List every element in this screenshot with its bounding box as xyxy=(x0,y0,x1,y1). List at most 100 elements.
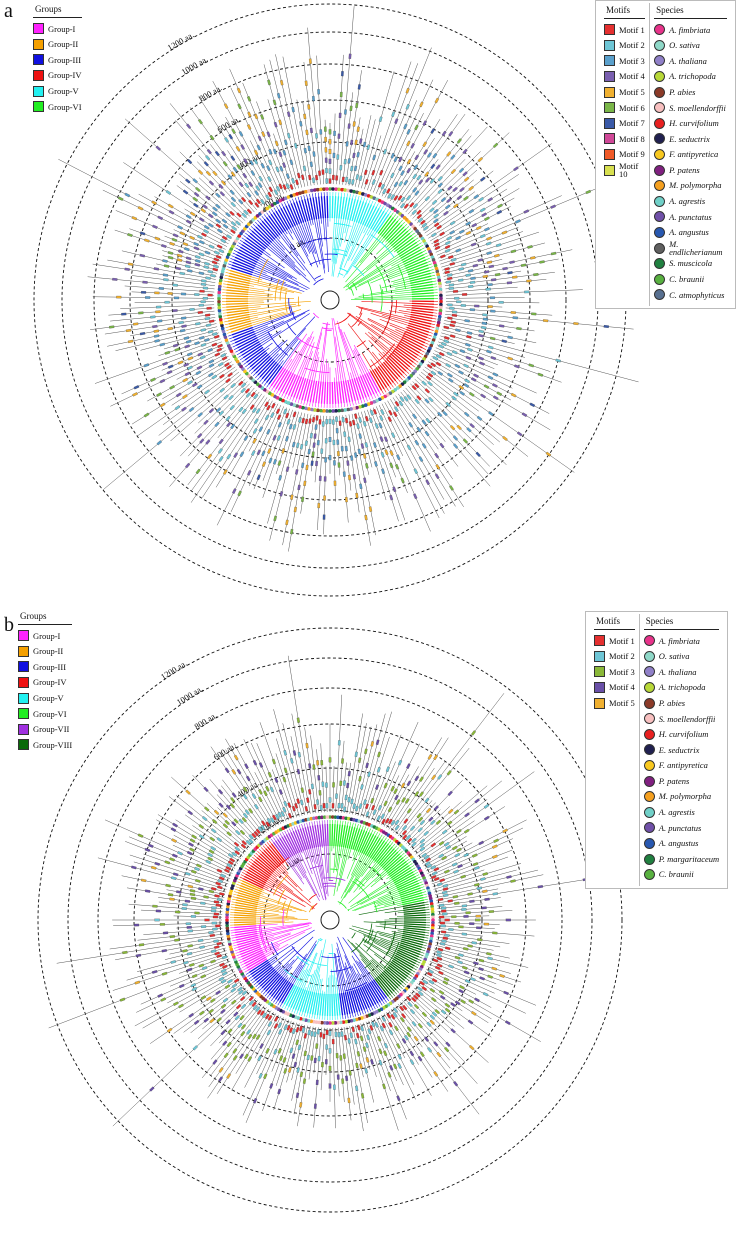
motif-box xyxy=(299,1025,303,1032)
tree-arc xyxy=(330,868,338,871)
motif-box xyxy=(169,385,175,390)
motif-box xyxy=(364,442,369,448)
motif-box xyxy=(488,264,495,269)
motif-box xyxy=(231,792,237,798)
leaf-label xyxy=(382,361,399,380)
tree-arc xyxy=(257,258,269,283)
protein-line xyxy=(336,54,344,185)
leaf-label xyxy=(375,367,390,387)
protein-line xyxy=(288,414,312,552)
motif-box xyxy=(161,244,167,248)
species-color-dot xyxy=(654,211,666,223)
motif-box xyxy=(214,945,220,949)
leaf-label xyxy=(243,344,263,359)
leaf-label xyxy=(266,217,281,236)
motif-box xyxy=(364,1068,368,1074)
leaf-label xyxy=(297,829,306,851)
species-dot xyxy=(281,398,285,403)
motif-box xyxy=(321,421,325,427)
protein-line xyxy=(223,755,272,830)
motif-box xyxy=(393,181,399,188)
motif-box xyxy=(291,1053,296,1059)
motif-box xyxy=(372,154,377,161)
protein-line xyxy=(229,68,285,194)
motif-box xyxy=(443,325,450,330)
motif-box xyxy=(443,977,450,982)
legend-item: Group-III xyxy=(33,52,82,68)
motif-box xyxy=(183,362,189,367)
motif-box xyxy=(312,764,316,770)
motif-box xyxy=(227,860,234,865)
motif-box xyxy=(220,1003,227,1009)
leaf-label xyxy=(368,208,380,229)
motif-box xyxy=(328,149,332,155)
motif-box xyxy=(197,169,204,175)
leaf-label xyxy=(372,841,387,861)
leaf-label xyxy=(234,914,257,917)
species-dot xyxy=(439,293,443,298)
motif-box xyxy=(339,165,343,171)
species-dot xyxy=(278,198,283,203)
leaf-label xyxy=(400,940,423,948)
motif-box xyxy=(318,419,322,425)
motif-box xyxy=(313,1031,317,1037)
motif-box xyxy=(414,439,420,446)
protein-line xyxy=(307,27,321,185)
motif-box xyxy=(249,160,254,166)
protein-line xyxy=(400,391,459,467)
species-dot xyxy=(226,936,231,941)
protein-line xyxy=(282,56,309,187)
motif-box xyxy=(256,144,261,151)
leaf-label xyxy=(312,380,318,403)
motif-box xyxy=(238,818,244,825)
motif-box xyxy=(437,371,443,376)
leaf-label xyxy=(309,197,316,220)
leaf-label xyxy=(283,984,296,1005)
protein-line xyxy=(210,998,256,1047)
legend-label: Group-I xyxy=(48,23,76,34)
tree-arc xyxy=(385,932,396,956)
tree-arc xyxy=(313,278,324,286)
motif-box xyxy=(144,847,151,852)
leaf-label xyxy=(259,853,277,870)
motif-box xyxy=(350,165,354,172)
leaf-label xyxy=(411,304,434,308)
species-dot xyxy=(341,1020,346,1024)
groups-legend-title: Groups xyxy=(18,612,73,625)
motif-box xyxy=(205,276,211,280)
legend-item: O. sativa xyxy=(654,38,727,54)
color-swatch xyxy=(18,708,29,720)
motif-box xyxy=(348,421,353,427)
motif-box xyxy=(138,311,144,315)
motif-box xyxy=(153,334,160,338)
motif-box xyxy=(462,171,468,177)
motif-box xyxy=(182,949,188,953)
motif-box xyxy=(239,451,245,457)
leaf-label xyxy=(403,335,424,346)
protein-line xyxy=(332,415,336,502)
motif-box xyxy=(539,260,545,264)
motif-box xyxy=(447,185,453,191)
leaf-label xyxy=(411,286,434,291)
leaf-label xyxy=(226,302,249,305)
species-dot xyxy=(265,206,270,211)
tree-arc xyxy=(283,969,303,982)
motif-box xyxy=(448,928,454,931)
motif-box xyxy=(301,174,305,180)
protein-line xyxy=(437,906,503,912)
motif-box xyxy=(185,256,192,261)
leaf-label xyxy=(234,921,257,924)
motif-box xyxy=(426,971,433,977)
leaf-label xyxy=(346,826,354,849)
tree-arc xyxy=(308,905,314,913)
motif-box xyxy=(479,207,486,213)
motif-box xyxy=(440,924,446,928)
motif-box xyxy=(357,448,361,455)
leaf-label xyxy=(324,824,327,847)
legend-item: A. thaliana xyxy=(643,664,719,680)
leaf-label xyxy=(237,940,260,948)
color-swatch xyxy=(604,24,615,36)
leaf-label xyxy=(241,343,261,356)
protein-line xyxy=(190,395,265,503)
species-dot xyxy=(325,1021,330,1025)
